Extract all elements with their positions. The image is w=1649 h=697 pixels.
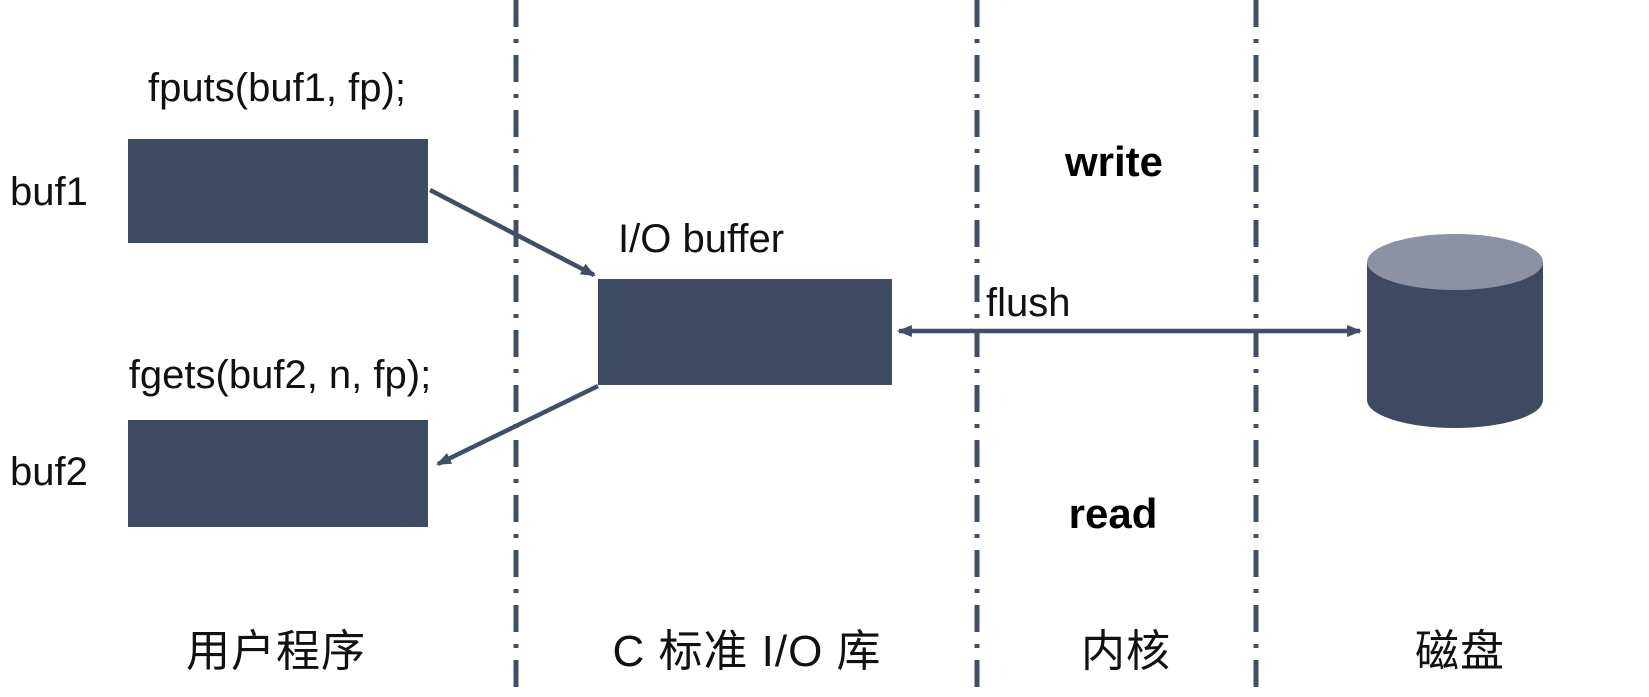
- write-label: write: [1064, 138, 1164, 185]
- fgets-arrow: [436, 383, 599, 467]
- disk-cylinder-body: [1367, 262, 1543, 428]
- read-label: read: [1068, 490, 1158, 537]
- lane-label-kernel: 内核: [1081, 627, 1171, 676]
- flush-label: flush: [986, 281, 1071, 325]
- buf1-box: [128, 139, 428, 243]
- fputs-call-label: fputs(buf1, fp);: [148, 66, 406, 110]
- buf1-label: buf1: [10, 170, 88, 214]
- disk-cylinder-top: [1367, 234, 1543, 290]
- lane-label-disk: 磁盘: [1415, 627, 1505, 676]
- fputs-arrow: [428, 188, 596, 277]
- buf2-box: [128, 420, 428, 527]
- lane-label-user-program: 用户程序: [186, 627, 366, 676]
- fgets-call-label: fgets(buf2, n, fp);: [128, 353, 432, 397]
- io-buffer-label: I/O buffer: [617, 217, 785, 261]
- lane-label-c-stdio-lib: C 标准 I/O 库: [612, 627, 882, 676]
- io-buffer-box: [598, 279, 892, 385]
- buf2-label: buf2: [10, 450, 88, 494]
